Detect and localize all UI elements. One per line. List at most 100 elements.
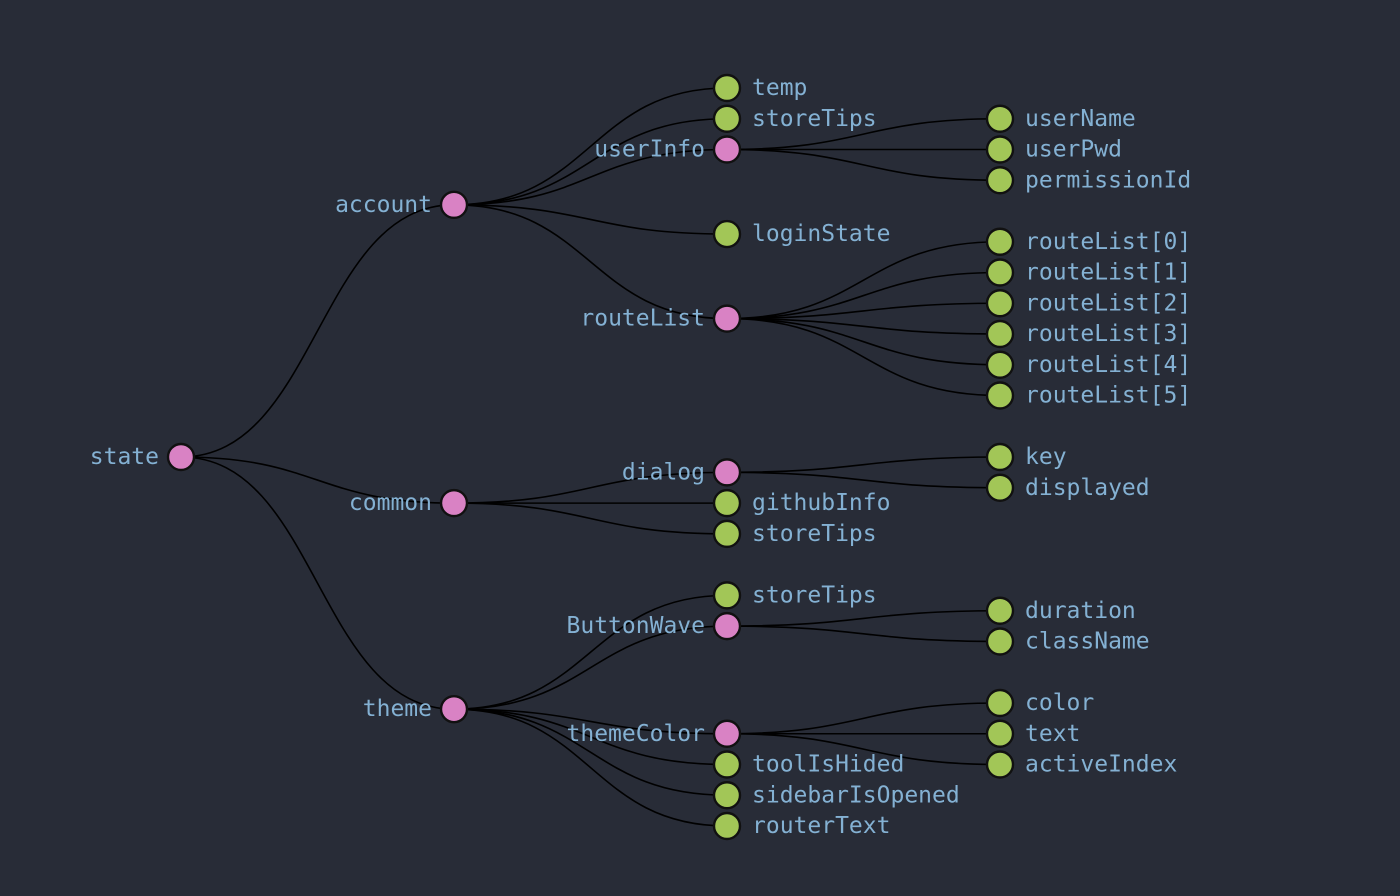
link-route-list-to-route-list-3 [726, 317, 1001, 335]
tree-node-route-list-0[interactable]: routeList[0] [985, 227, 1191, 256]
leaf-node-dot[interactable] [985, 227, 1015, 256]
link-user-info-to-user-name [726, 117, 1001, 151]
tree-node-route-list-5[interactable]: routeList[5] [985, 381, 1191, 410]
tree-node-displayed[interactable]: displayed [985, 473, 1150, 502]
tree-node-duration[interactable]: duration [985, 596, 1136, 625]
tree-links [180, 87, 1001, 827]
leaf-node-dot[interactable] [712, 811, 742, 841]
leaf-node-dot[interactable] [985, 135, 1015, 164]
node-label: state [90, 444, 159, 470]
tree-node-route-list-3[interactable]: routeList[3] [985, 319, 1191, 349]
leaf-node-dot[interactable] [985, 442, 1015, 472]
node-label: toolIsHided [752, 752, 904, 778]
tree-node-store-tips[interactable]: storeTips [712, 519, 877, 549]
tree-node-route-list-1[interactable]: routeList[1] [985, 258, 1191, 287]
tree-node-user-name[interactable]: userName [985, 104, 1136, 133]
leaf-node-dot[interactable] [712, 581, 742, 610]
link-route-list-to-route-list-2 [726, 302, 1001, 320]
link-route-list-to-route-list-5 [726, 317, 1001, 397]
leaf-node-dot[interactable] [985, 627, 1015, 656]
tree-node-github-info[interactable]: githubInfo [712, 488, 890, 518]
tree-node-router-text[interactable]: routerText [712, 811, 890, 841]
tree-node-store-tips[interactable]: storeTips [712, 104, 877, 133]
tree-node-state[interactable]: state [90, 442, 196, 472]
leaf-node-dot[interactable] [985, 750, 1015, 779]
tree-node-button-wave[interactable]: ButtonWave [567, 611, 742, 641]
leaf-node-dot[interactable] [712, 519, 742, 549]
node-label: sidebarIsOpened [752, 782, 960, 808]
leaf-node-dot[interactable] [712, 73, 742, 103]
leaf-node-dot[interactable] [985, 473, 1015, 502]
link-route-list-to-route-list-0 [726, 240, 1001, 320]
tree-node-route-list-2[interactable]: routeList[2] [985, 289, 1191, 318]
branch-node-dot[interactable] [439, 694, 469, 724]
leaf-node-dot[interactable] [985, 289, 1015, 318]
link-theme-to-theme-color [453, 708, 728, 735]
link-state-to-theme [180, 456, 455, 710]
tree-node-text[interactable]: text [985, 719, 1080, 748]
leaf-node-dot[interactable] [712, 219, 742, 249]
branch-node-dot[interactable] [712, 458, 742, 487]
tree-node-permission-id[interactable]: permissionId [985, 166, 1191, 195]
node-label: className [1025, 629, 1150, 655]
branch-node-dot[interactable] [712, 135, 742, 164]
link-account-to-user-info [453, 148, 728, 206]
tree-node-tool-is-hided[interactable]: toolIsHided [712, 750, 904, 779]
branch-node-dot[interactable] [166, 442, 196, 472]
node-label: text [1025, 721, 1080, 747]
link-account-to-login-state [453, 204, 728, 235]
tree-node-theme[interactable]: theme [363, 694, 469, 724]
node-label: routeList[1] [1025, 260, 1191, 286]
leaf-node-dot[interactable] [985, 104, 1015, 133]
node-label: userInfo [594, 137, 705, 163]
node-label: loginState [752, 221, 890, 247]
leaf-node-dot[interactable] [712, 750, 742, 779]
tree-node-class-name[interactable]: className [985, 627, 1150, 656]
node-label: routeList[5] [1025, 383, 1191, 409]
leaf-node-dot[interactable] [985, 688, 1015, 718]
leaf-node-dot[interactable] [712, 781, 742, 810]
leaf-node-dot[interactable] [985, 319, 1015, 349]
leaf-node-dot[interactable] [985, 381, 1015, 410]
branch-node-dot[interactable] [712, 304, 742, 333]
tree-node-temp[interactable]: temp [712, 73, 807, 103]
tree-node-route-list-4[interactable]: routeList[4] [985, 350, 1191, 379]
tree-node-key[interactable]: key [985, 442, 1067, 472]
tree-node-login-state[interactable]: loginState [712, 219, 890, 249]
tree-node-theme-color[interactable]: themeColor [567, 719, 742, 748]
link-state-to-account [180, 204, 455, 458]
leaf-node-dot[interactable] [712, 488, 742, 518]
link-theme-to-sidebar-is-opened [453, 708, 728, 797]
leaf-node-dot[interactable] [985, 719, 1015, 748]
tree-node-sidebar-is-opened[interactable]: sidebarIsOpened [712, 781, 960, 810]
leaf-node-dot[interactable] [985, 350, 1015, 379]
tree-node-user-info[interactable]: userInfo [594, 135, 742, 164]
link-theme-to-store-tips [453, 594, 728, 710]
branch-node-dot[interactable] [439, 190, 469, 220]
tree-node-dialog[interactable]: dialog [622, 458, 742, 487]
leaf-node-dot[interactable] [985, 596, 1015, 625]
leaf-node-dot[interactable] [985, 258, 1015, 287]
link-theme-to-tool-is-hided [453, 708, 728, 766]
node-label: routeList[3] [1025, 321, 1191, 347]
branch-node-dot[interactable] [439, 488, 469, 518]
leaf-node-dot[interactable] [985, 166, 1015, 195]
branch-node-dot[interactable] [712, 611, 742, 641]
tree-node-route-list[interactable]: routeList [580, 304, 742, 333]
tree-node-store-tips[interactable]: storeTips [712, 581, 877, 610]
link-common-to-store-tips [453, 502, 728, 535]
tree-node-active-index[interactable]: activeIndex [985, 750, 1177, 779]
tree-node-color[interactable]: color [985, 688, 1094, 718]
tree-node-account[interactable]: account [335, 190, 469, 220]
leaf-node-dot[interactable] [712, 104, 742, 133]
tree-node-common[interactable]: common [349, 488, 469, 518]
link-theme-color-to-active-index [726, 732, 1001, 766]
node-label: userName [1025, 106, 1136, 132]
branch-node-dot[interactable] [712, 719, 742, 748]
tree-node-user-pwd[interactable]: userPwd [985, 135, 1122, 164]
link-theme-color-to-color [726, 702, 1001, 735]
link-dialog-to-key [726, 456, 1001, 474]
node-label: themeColor [567, 721, 705, 747]
link-route-list-to-route-list-1 [726, 271, 1001, 320]
